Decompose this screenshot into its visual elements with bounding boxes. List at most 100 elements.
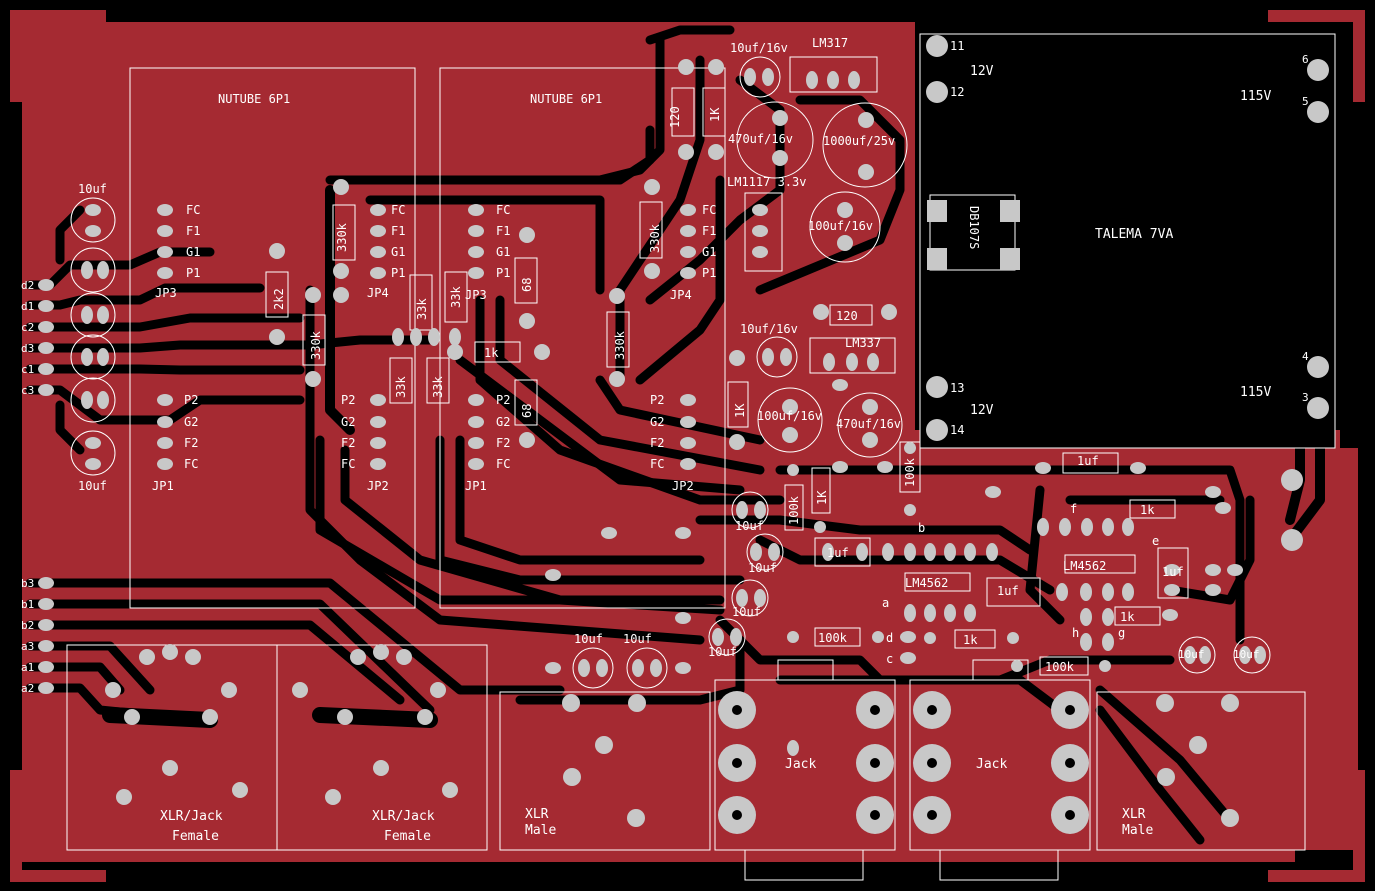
silkscreen-label: d1 — [21, 300, 34, 313]
silkscreen-label: 2k2 — [272, 288, 286, 310]
silkscreen-label: 10uf/16v — [740, 322, 798, 336]
silkscreen-label: F1 — [391, 224, 405, 238]
silkscreen-label: 10uf — [1233, 648, 1260, 661]
silkscreen-label: 33k — [394, 376, 408, 398]
silkscreen-label: F1 — [496, 224, 510, 238]
silkscreen-label: 330k — [335, 222, 349, 252]
silkscreen-label: G2 — [341, 415, 355, 429]
silkscreen-label: JP4 — [367, 286, 389, 300]
silkscreen-label: 1uf — [1162, 565, 1184, 579]
silkscreen-label: a1 — [21, 661, 34, 674]
silkscreen-label: P2 — [341, 393, 355, 407]
traces — [25, 25, 1335, 845]
silkscreen-label: 470uf/16v — [728, 132, 793, 146]
silkscreen-label: 100k — [1045, 660, 1075, 674]
silkscreen-label: FC — [496, 457, 510, 471]
silkscreen-label: Male — [525, 823, 556, 838]
silkscreen-label: Female — [384, 829, 431, 844]
silkscreen-label: P1 — [391, 266, 405, 280]
silkscreen-label: 1uf — [1077, 454, 1099, 468]
silkscreen-label: g — [1118, 626, 1125, 640]
silkscreen-label: 10uf — [78, 182, 107, 196]
silkscreen-label: b — [918, 521, 925, 535]
silkscreen-label: 10uf/16v — [730, 41, 788, 55]
silkscreen-label: 330k — [613, 330, 627, 360]
silkscreen-label: F1 — [702, 224, 716, 238]
silkscreen-label: 3 — [1302, 391, 1309, 404]
silkscreen-label: DB107S — [967, 206, 981, 249]
silkscreen-label: XLR/Jack — [160, 809, 223, 824]
silkscreen-label: TALEMA 7VA — [1095, 227, 1173, 242]
silkscreen-label: 10uf — [708, 645, 737, 659]
silkscreen-label: Male — [1122, 823, 1153, 838]
silkscreen-label: G2 — [650, 415, 664, 429]
silkscreen-label: c2 — [21, 321, 34, 334]
silkscreen-label: 10uf — [1178, 648, 1205, 661]
silkscreen-label: d2 — [21, 279, 34, 292]
silkscreen-label: d3 — [21, 342, 34, 355]
silkscreen-label: 100k — [787, 495, 801, 525]
silkscreen-label: G2 — [184, 415, 198, 429]
silkscreen-label: JP4 — [670, 288, 692, 302]
silkscreen-label: 68 — [520, 404, 534, 418]
silkscreen-label: Jack — [785, 757, 816, 772]
silkscreen-label: 13 — [950, 381, 964, 395]
silkscreen-label: a2 — [21, 682, 34, 695]
silkscreen-label: 1k — [1120, 610, 1135, 624]
silkscreen-label: e — [1152, 534, 1159, 548]
silkscreen-label: F2 — [496, 436, 510, 450]
silkscreen-label: P1 — [496, 266, 510, 280]
silkscreen-label: 115V — [1240, 385, 1271, 400]
silkscreen-label: c1 — [21, 363, 34, 376]
silkscreen-label: FC — [702, 203, 716, 217]
silkscreen-label: 11 — [950, 39, 964, 53]
silkscreen-label: 33k — [431, 376, 445, 398]
pads — [38, 35, 1329, 834]
silkscreen-label: 1k — [484, 346, 499, 360]
silkscreen-label: 33k — [449, 286, 463, 308]
silkscreen-label: P2 — [496, 393, 510, 407]
silkscreen-label: c — [886, 652, 893, 666]
silkscreen-label: LM4562 — [1063, 559, 1106, 573]
silkscreen-label: XLR — [525, 807, 549, 822]
silkscreen-label: LM4562 — [905, 576, 948, 590]
silkscreen-label: 5 — [1302, 95, 1309, 108]
silkscreen-label: 10uf — [732, 605, 761, 619]
silkscreen-label: 470uf/16v — [836, 417, 901, 431]
silkscreen-label: P1 — [186, 266, 200, 280]
silkscreen-label: 120 — [836, 309, 858, 323]
silkscreen-label: LM1117 3.3v — [727, 175, 806, 189]
silkscreen-label: JP1 — [465, 479, 487, 493]
silkscreen-label: F1 — [186, 224, 200, 238]
silkscreen-label: 12 — [950, 85, 964, 99]
silkscreen-label: 12V — [970, 403, 994, 418]
silkscreen-label: JP3 — [465, 288, 487, 302]
silkscreen-label: P2 — [650, 393, 664, 407]
silkscreen-label: LM337 — [845, 336, 881, 350]
silkscreen-label: G1 — [702, 245, 716, 259]
silkscreen-label: P1 — [702, 266, 716, 280]
silkscreen-label: 1k — [963, 633, 978, 647]
silkscreen-label: b2 — [21, 619, 34, 632]
silkscreen-label: c3 — [21, 384, 34, 397]
silkscreen-label: 100k — [903, 457, 917, 487]
silkscreen-label: b3 — [21, 577, 34, 590]
silkscreen-label: 10uf — [78, 479, 107, 493]
silkscreen-label: a3 — [21, 640, 34, 653]
silkscreen-label: 115V — [1240, 89, 1271, 104]
silkscreen-label: 6 — [1302, 53, 1309, 66]
silkscreen-label: 4 — [1302, 350, 1309, 363]
silkscreen-label: FC — [650, 457, 664, 471]
silkscreen-label: 100k — [818, 631, 848, 645]
silkscreen-label: P2 — [184, 393, 198, 407]
silkscreen-label: Jack — [976, 757, 1007, 772]
silkscreen-label: JP2 — [367, 479, 389, 493]
silkscreen-label: 100uf/16v — [757, 409, 822, 423]
silkscreen-label: 1k — [1140, 503, 1155, 517]
silkscreen-label: 10uf — [735, 519, 764, 533]
silkscreen-label: LM317 — [812, 36, 848, 50]
silkscreen-label: 14 — [950, 423, 964, 437]
silkscreen-label: 33k — [415, 298, 429, 320]
silkscreen-label: 10uf — [748, 561, 777, 575]
